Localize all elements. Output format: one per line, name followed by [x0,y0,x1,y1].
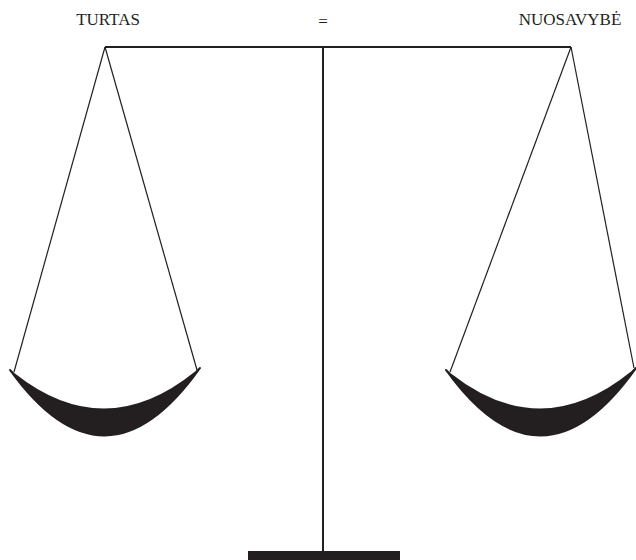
scale-pan [10,368,200,436]
scale-pan [446,368,636,436]
scale-beam [105,46,571,48]
pan-string [105,47,197,370]
pan-string [450,47,571,372]
scale-frame [14,47,634,552]
pan-string [571,47,634,368]
pan-string [14,47,105,372]
pan-label: NUOSAVYBĖ [519,10,622,30]
scale-pole [322,47,324,552]
scale-base [248,551,400,560]
equals-sign: = [318,12,328,32]
pan-label: TURTAS [76,10,140,30]
